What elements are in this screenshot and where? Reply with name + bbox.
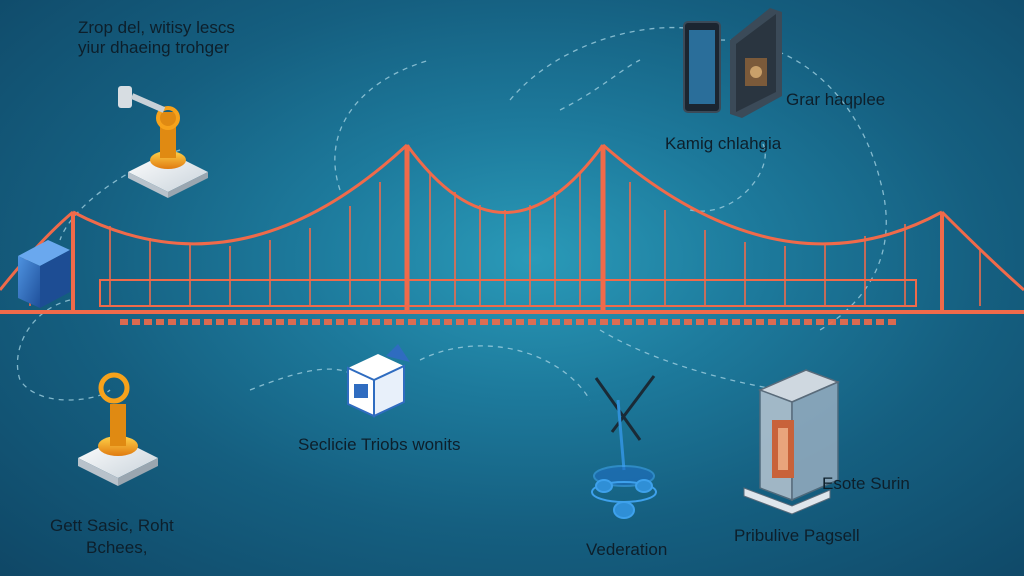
label-center: Seclicie Triobs wonits <box>298 435 461 454</box>
server-icon <box>743 369 840 515</box>
connector-lines <box>16 26 887 401</box>
coin-stand-icon <box>78 372 158 486</box>
label-bottom-left-1: Gett Sasic, Roht <box>50 516 174 535</box>
label-bottom-center: Vederation <box>586 540 668 559</box>
tablet-icon <box>683 21 721 113</box>
label-bottom-right-1: Esote Surin <box>822 474 910 493</box>
label-top-right-2: Kamig chlahgia <box>665 134 782 153</box>
label-bottom-left-2: Bchees, <box>86 538 148 557</box>
processor-icon <box>730 8 782 118</box>
key-icon <box>118 86 208 198</box>
label-bottom-right-2: Pribulive Pagsell <box>734 526 860 545</box>
database-icon <box>591 465 657 519</box>
label-top-left-2: yiur dhaeing trohger <box>78 38 230 57</box>
label-top-right-1: Grar haqplee <box>786 90 886 109</box>
cube-icon <box>18 240 70 308</box>
label-top-left-1: Zrop del, witisy lescs <box>78 18 235 37</box>
box-icon <box>347 344 410 418</box>
pen-icon <box>594 375 656 471</box>
suspension-bridge <box>0 143 1024 325</box>
